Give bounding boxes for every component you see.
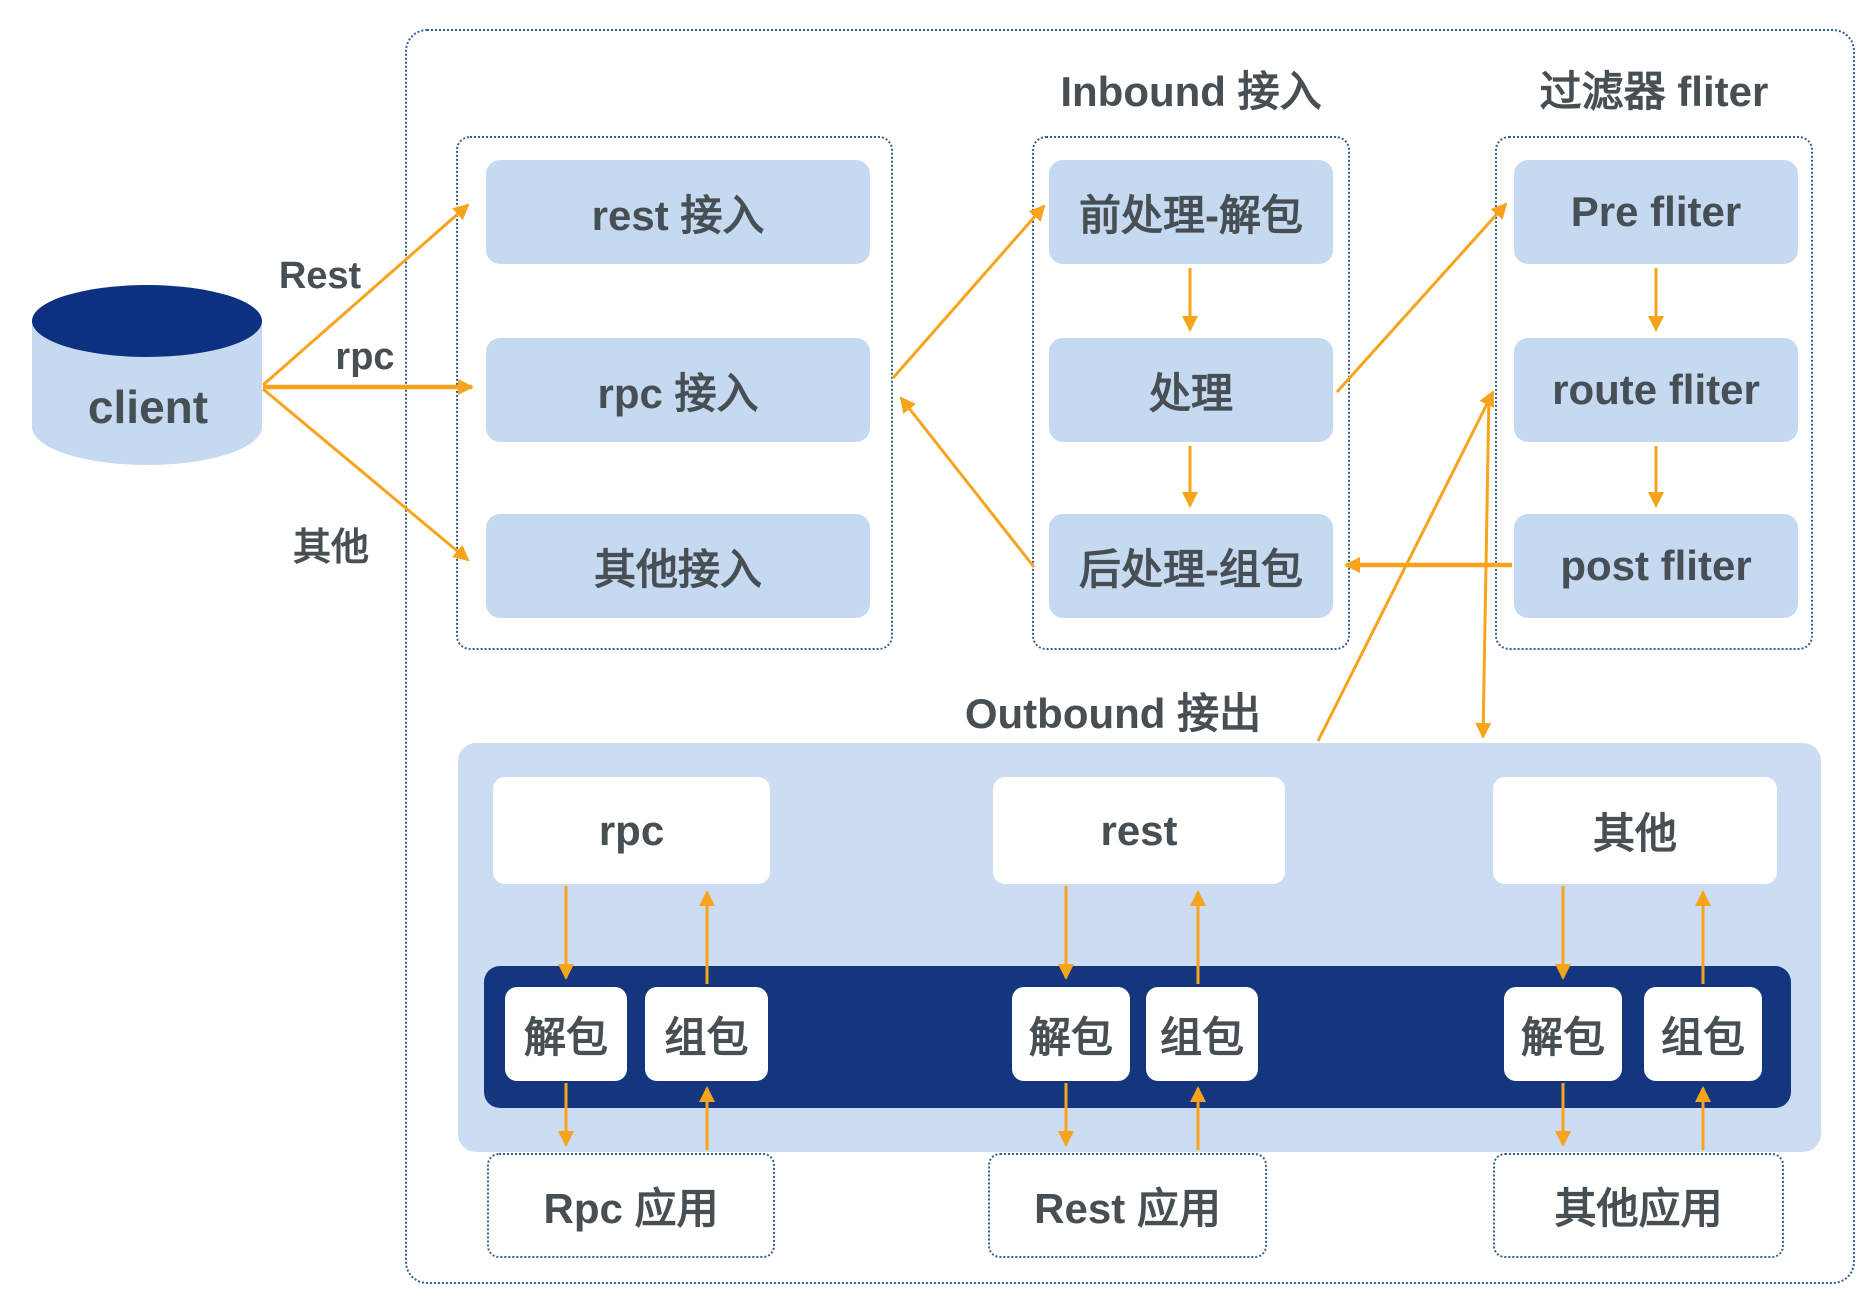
database-cylinder-icon: [32, 285, 262, 465]
edge-label-rest: Rest: [278, 255, 362, 297]
node-rest-access: rest 接入: [486, 160, 870, 264]
outbound-title: Outbound 接出: [964, 690, 1262, 737]
node-outbound-rpc: rpc: [493, 777, 770, 884]
node-other-unpack: 解包: [1504, 987, 1622, 1081]
node-post-process-pack: 后处理-组包: [1049, 514, 1333, 618]
node-route-filter: route fliter: [1514, 338, 1798, 442]
node-pre-filter: Pre fliter: [1514, 160, 1798, 264]
node-rpc-unpack: 解包: [505, 987, 627, 1081]
node-process: 处理: [1049, 338, 1333, 442]
client-node: [32, 285, 262, 467]
node-outbound-other: 其他: [1493, 777, 1777, 884]
node-other-access: 其他接入: [486, 514, 870, 618]
edge-label-other: 其他: [292, 527, 369, 569]
node-rpc-pack: 组包: [645, 987, 768, 1081]
node-rpc-access: rpc 接入: [486, 338, 870, 442]
node-outbound-rest: rest: [993, 777, 1285, 884]
node-rpc-app: Rpc 应用: [487, 1153, 775, 1258]
node-post-filter: post fliter: [1514, 514, 1798, 618]
node-rest-pack: 组包: [1146, 987, 1258, 1081]
node-rest-unpack: 解包: [1012, 987, 1130, 1081]
node-other-app: 其他应用: [1493, 1153, 1784, 1258]
gateway-outer-frame: [405, 29, 1855, 1284]
node-other-pack: 组包: [1644, 987, 1762, 1081]
client-label: client: [87, 381, 209, 433]
node-pre-process-unpack: 前处理-解包: [1049, 160, 1333, 264]
filter-title: 过滤器 fliter: [1539, 68, 1769, 115]
edge-label-rpc: rpc: [335, 336, 395, 378]
inbound-title: Inbound 接入: [1060, 68, 1322, 115]
node-rest-app: Rest 应用: [988, 1153, 1267, 1258]
